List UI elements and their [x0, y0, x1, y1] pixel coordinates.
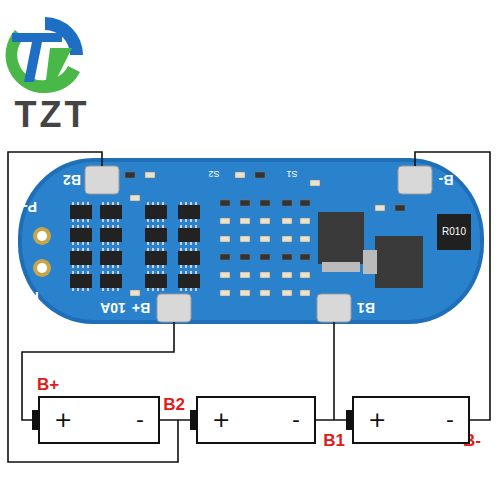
pad-label: P- — [23, 200, 37, 214]
pad-label: B- — [439, 173, 454, 187]
battery-cell: +- — [38, 396, 160, 444]
pad-label: B2 — [63, 173, 81, 187]
battery-cell: +- — [196, 396, 316, 444]
polarity-sign: + — [368, 409, 386, 431]
polarity-sign: + — [54, 409, 72, 431]
terminal-label: B+ — [37, 376, 59, 393]
pad-label: B1 — [357, 301, 375, 315]
polarity-sign: - — [136, 409, 144, 431]
wire — [8, 152, 490, 462]
logo-mark — [6, 17, 83, 93]
terminal-label: B1 — [323, 432, 345, 449]
silkscreen-label: S1 — [286, 169, 297, 178]
pad-label: P+ — [21, 290, 39, 304]
pad-label: B+ — [132, 301, 150, 315]
cell-link-wire — [160, 419, 196, 421]
cell-link-wire — [316, 419, 352, 421]
battery-cell: +- — [352, 396, 470, 444]
bms-board — [18, 158, 484, 324]
polarity-sign: + — [212, 409, 230, 431]
polarity-sign: - — [446, 409, 454, 431]
silkscreen-label: S2 — [208, 169, 219, 178]
brand-logo: TZT — [15, 97, 90, 133]
polarity-sign: - — [292, 409, 300, 431]
terminal-label: B2 — [163, 396, 185, 413]
resistor-marking: R010 — [442, 227, 466, 237]
current-rating: 10A — [100, 301, 126, 315]
